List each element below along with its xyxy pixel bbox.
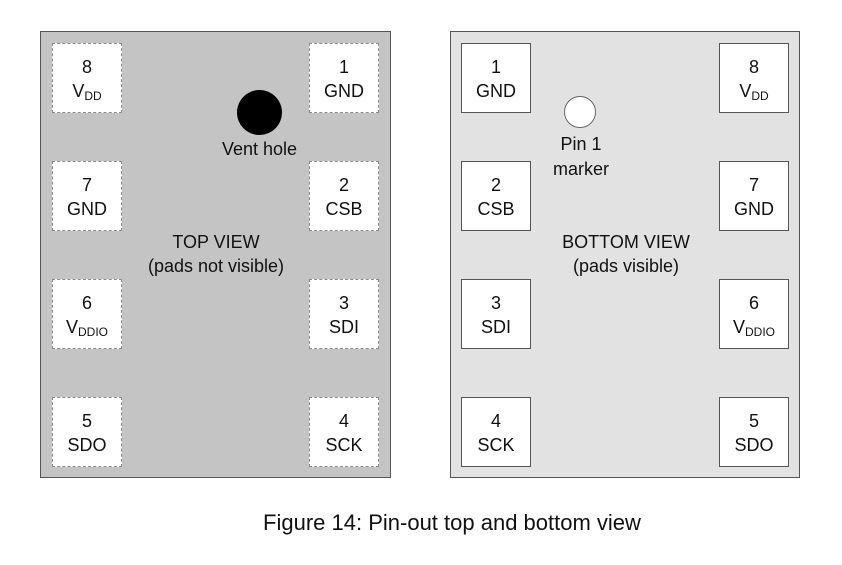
bottom-view-title: BOTTOM VIEW [562, 232, 690, 252]
pad-name: VDDIO [65, 317, 108, 339]
top-pad-7: 7 GND [52, 161, 122, 231]
figure-caption: Figure 14: Pin-out top and bottom view [263, 510, 641, 535]
pad-name: GND [324, 81, 364, 101]
pad-number: 3 [490, 293, 501, 313]
top-pad-8: 8 VDD [52, 43, 122, 113]
bottom-pad-3: 3 SDI [461, 279, 531, 349]
vent-hole-label: Vent hole [221, 139, 298, 159]
bottom-view-title-block: BOTTOM VIEW (pads visible) [541, 230, 711, 278]
pad-number: 1 [338, 57, 349, 77]
pad-number: 7 [748, 175, 759, 195]
bottom-pad-6: 6 VDDIO [719, 279, 789, 349]
top-view-title: TOP VIEW [172, 232, 260, 252]
pad-number: 6 [81, 293, 92, 313]
pad-number: 1 [490, 57, 501, 77]
pad-number: 2 [490, 175, 501, 195]
pad-number: 6 [748, 293, 759, 313]
top-view-title-block: TOP VIEW (pads not visible) [131, 230, 301, 278]
top-pad-5: 5 SDO [52, 397, 122, 467]
pad-name: GND [67, 199, 107, 219]
bottom-view-subtitle: (pads visible) [572, 256, 680, 276]
top-view-subtitle: (pads not visible) [147, 256, 285, 276]
marker-label-line-2: marker [552, 159, 609, 179]
pad-number: 3 [338, 293, 349, 313]
bottom-pad-1: 1 GND [461, 43, 531, 113]
pad-number: 2 [338, 175, 349, 195]
pad-name: SDI [480, 317, 511, 337]
pad-name: SDI [328, 317, 359, 337]
top-pad-3: 3 SDI [309, 279, 379, 349]
pad-name: VDDIO [732, 317, 775, 339]
pad-name: SDO [734, 435, 774, 455]
pin-1-marker-icon [564, 96, 596, 128]
pad-name: VDD [739, 81, 769, 103]
marker-label-line-1: Pin 1 [560, 134, 602, 154]
pad-name: GND [476, 81, 516, 101]
bottom-pad-7: 7 GND [719, 161, 789, 231]
pad-number: 7 [81, 175, 92, 195]
pad-name: CSB [477, 199, 515, 219]
bottom-pad-2: 2 CSB [461, 161, 531, 231]
top-pad-1: 1 GND [309, 43, 379, 113]
pad-number: 4 [338, 411, 349, 431]
pad-name: SCK [325, 435, 363, 455]
pad-number: 8 [748, 57, 759, 77]
pad-number: 4 [490, 411, 501, 431]
bottom-pad-5: 5 SDO [719, 397, 789, 467]
pad-number: 5 [81, 411, 92, 431]
top-pad-2: 2 CSB [309, 161, 379, 231]
bottom-pad-8: 8 VDD [719, 43, 789, 113]
top-pad-6: 6 VDDIO [52, 279, 122, 349]
pad-name: SDO [67, 435, 107, 455]
pad-number: 8 [81, 57, 92, 77]
pad-name: CSB [325, 199, 363, 219]
bottom-view-package: 1 GND 8 VDD Pin 1 marker 2 CSB 7 GND BOT… [450, 31, 800, 478]
top-view-package: 8 VDD 1 GND Vent hole 7 GND 2 CSB TOP VI… [40, 31, 391, 478]
pad-name: SCK [477, 435, 515, 455]
pad-name: GND [734, 199, 774, 219]
vent-hole-icon [237, 90, 282, 135]
top-pad-4: 4 SCK [309, 397, 379, 467]
pin-1-marker-label: Pin 1 marker [541, 132, 621, 182]
pad-number: 5 [748, 411, 759, 431]
pad-name: VDD [72, 81, 102, 103]
bottom-pad-4: 4 SCK [461, 397, 531, 467]
